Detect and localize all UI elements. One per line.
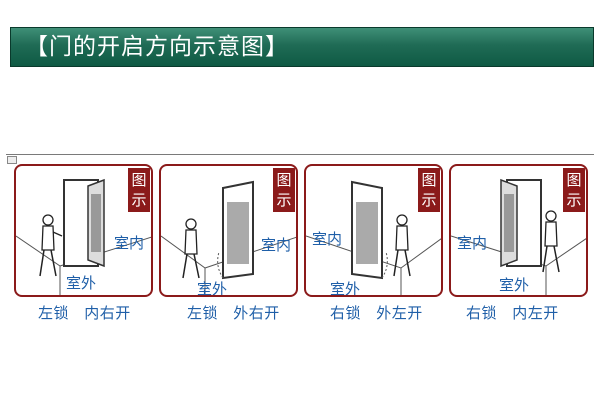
door-panel-1: 图 示 室内 室外 bbox=[14, 164, 153, 297]
illustration-badge: 图 示 bbox=[128, 168, 150, 212]
divider-line bbox=[6, 154, 594, 155]
caption-1: 左锁 内右开 bbox=[38, 302, 131, 323]
door-illustration-1 bbox=[16, 178, 151, 295]
door-illustration-3 bbox=[306, 180, 441, 295]
lock-side-label: 右锁 bbox=[466, 304, 498, 322]
outside-label: 室外 bbox=[197, 280, 228, 297]
caption-3: 右锁 外左开 bbox=[330, 302, 423, 323]
badge-char-2: 示 bbox=[276, 191, 292, 209]
inside-label: 室内 bbox=[312, 230, 343, 248]
opening-direction-label: 外左开 bbox=[376, 304, 423, 322]
badge-char-2: 示 bbox=[131, 191, 147, 209]
illustration-badge: 图 示 bbox=[563, 168, 585, 212]
lock-side-label: 左锁 bbox=[187, 304, 219, 322]
door-illustration-2 bbox=[161, 180, 296, 295]
lock-side-label: 右锁 bbox=[330, 304, 362, 322]
outside-label: 室外 bbox=[499, 276, 530, 294]
lock-side-label: 左锁 bbox=[38, 304, 70, 322]
image-placeholder-icon bbox=[7, 156, 17, 164]
title-banner: 【门的开启方向示意图】 bbox=[10, 27, 594, 67]
door-panel-2: 图 示 室内 室外 bbox=[159, 164, 298, 297]
door-panel-4: 图 示 室内 室外 bbox=[449, 164, 588, 297]
badge-char-1: 图 bbox=[131, 171, 147, 189]
badge-char-1: 图 bbox=[421, 171, 437, 189]
badge-char-2: 示 bbox=[566, 191, 582, 209]
inside-label: 室内 bbox=[457, 234, 488, 252]
caption-2: 左锁 外右开 bbox=[187, 302, 280, 323]
badge-char-1: 图 bbox=[566, 171, 582, 189]
door-panel-3: 图 示 室内 室外 bbox=[304, 164, 443, 297]
caption-4: 右锁 内左开 bbox=[466, 302, 559, 323]
outside-label: 室外 bbox=[330, 280, 361, 297]
inside-label: 室内 bbox=[114, 234, 145, 252]
page-title: 【门的开启方向示意图】 bbox=[25, 34, 289, 60]
inside-label: 室内 bbox=[261, 236, 292, 254]
outside-label: 室外 bbox=[66, 274, 97, 292]
opening-direction-label: 内右开 bbox=[84, 304, 131, 322]
door-illustration-4 bbox=[451, 178, 586, 295]
opening-direction-label: 内左开 bbox=[512, 304, 559, 322]
badge-char-2: 示 bbox=[421, 191, 437, 209]
illustration-badge: 图 示 bbox=[273, 168, 295, 212]
opening-direction-label: 外右开 bbox=[233, 304, 280, 322]
badge-char-1: 图 bbox=[276, 171, 292, 189]
illustration-badge: 图 示 bbox=[418, 168, 440, 212]
